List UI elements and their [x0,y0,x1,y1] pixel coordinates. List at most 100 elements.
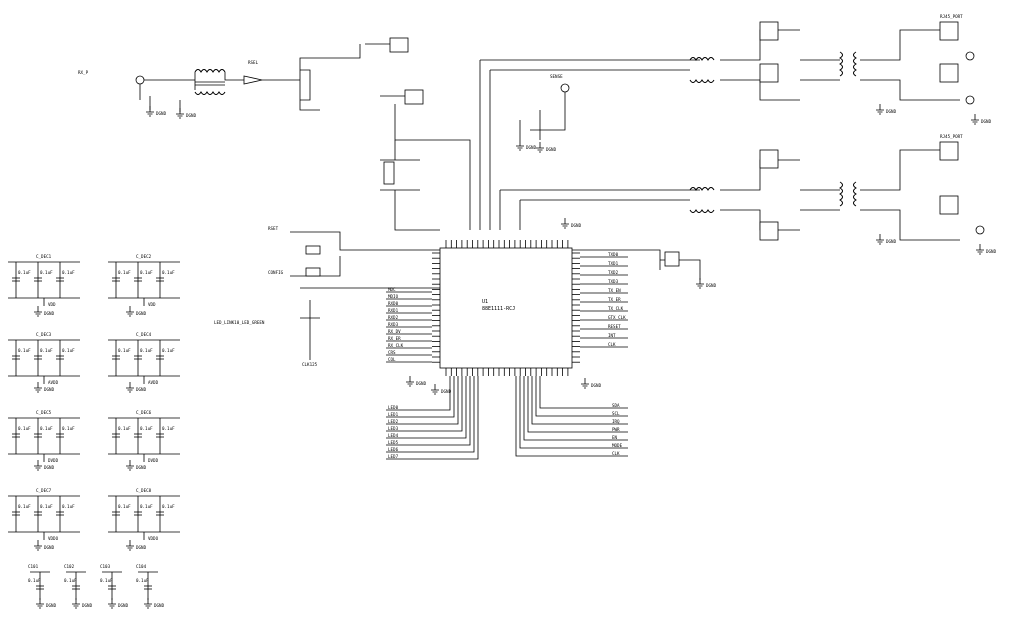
cap-value: 0.1uF [62,504,75,509]
bottom-left-wire [386,376,459,425]
left-port-label: RX_ER [388,336,401,341]
ground-net-label: DGND [136,387,147,392]
cap-value: 0.1uF [118,504,131,509]
ground-symbol-icon [126,382,134,393]
magnetics-top: RJ45_PORT [479,14,975,230]
cap-value: 0.1uF [140,504,153,509]
bottom-left-port-label: LED0 [388,405,399,410]
chip-right-port-list: TXD0TXD1TXD2TXD3TX_ENTX_ERTX_CLKGTX_CLKR… [580,252,628,348]
crystal-network [572,249,701,280]
clk-label: CLK125 [302,362,318,367]
ground-symbol-icon [971,114,979,125]
bottom-left-wire [386,376,479,460]
ground-symbol-icon [34,382,42,393]
bottom-left-wire [386,376,467,439]
bottom-left-wire [386,376,475,453]
diode-label: RSEL [248,60,259,65]
small-cap-value: 0.1uF [28,578,41,583]
ground-symbol-icon [876,104,884,115]
decoupling-ref: C_DEC4 [136,332,152,337]
bottom-right-port-label: IRQ [612,419,620,424]
ground-symbol-icon [406,376,414,387]
right-port-label: INT [608,333,616,338]
cap-value: 0.1uF [62,426,75,431]
cfg-label: CONFIG [268,270,284,275]
ground-symbol-icon [976,244,984,255]
decoupling-net: VDD [148,302,156,307]
ground-net-label: DGND [186,113,197,118]
decoupling-ref: C_DEC7 [36,488,52,493]
bottom-right-port-label: SCL [612,411,620,416]
decoupling-ref: C_DEC3 [36,332,52,337]
decoupling-net: VDD [48,302,56,307]
right-port-label: TXD1 [608,261,619,266]
led-label: SENSE [550,74,563,79]
led-conn-label: LED_LINK10_LED_GREEN [214,320,265,325]
decoupling-rails [8,261,80,306]
ground-net-label: DGND [591,383,602,388]
ground-symbol-icon [696,278,704,289]
bottom-right-wire [531,376,628,425]
small-cap-ref: C104 [136,564,147,569]
ground-symbol-icon [536,142,544,153]
cap-value: 0.1uF [62,348,75,353]
ground-net-label: DGND [706,283,717,288]
ground-symbol-icon [108,598,116,609]
ground-symbol-icon [126,306,134,317]
cap-value: 0.1uF [18,348,31,353]
ground-symbol-icon [126,460,134,471]
ground-net-label: DGND [44,387,55,392]
bottom-left-wire [386,376,455,418]
left-port-label: MDC [388,287,396,292]
ground-net-label: DGND [886,109,897,114]
decoupling-rails [8,417,80,462]
cap-value: 0.1uF [162,426,175,431]
decoupling-net: AVDD [48,380,59,385]
decoupling-rails [108,495,180,540]
cap-value: 0.1uF [18,270,31,275]
left-port-label: RX_DV [388,329,401,334]
top-center-left-connectors [365,37,471,231]
decoupling-rails [108,417,180,462]
right-port-label: GTX_CLK [608,315,626,320]
ground-symbol-icon [516,140,524,151]
left-port-label: CRS [388,350,396,355]
main-chip: U1 88E1111-RCJ [432,240,580,376]
bottom-left-port-label: LED1 [388,412,399,417]
bottom-right-port-label: PWR [612,427,620,432]
ground-symbol-icon [34,540,42,551]
bottom-left-port-label: LED6 [388,447,399,452]
right-port-label: TX_EN [608,288,621,293]
ground-symbol-icon [581,378,589,389]
ground-symbol-icon [36,598,44,609]
right-port-label: TX_CLK [608,306,624,311]
ground-net-label: DGND [441,389,452,394]
cap-value: 0.1uF [62,270,75,275]
cap-value: 0.1uF [118,270,131,275]
decoupling-ref: C_DEC5 [36,410,52,415]
decoupling-ref: C_DEC6 [136,410,152,415]
ground-symbol-icon [144,598,152,609]
magnetics-bottom: RJ45_PORT [499,134,985,241]
rj45-label-top: RJ45_PORT [940,14,963,19]
chip-ref: U1 [482,299,488,305]
ground-symbol-icon [34,460,42,471]
right-port-label: TXD3 [608,279,619,284]
left-port-label: RXD1 [388,308,399,313]
small-cap-value: 0.1uF [100,578,113,583]
bottom-right-wire [519,376,628,449]
bottom-left-wire [386,376,471,446]
ground-symbol-icon [72,598,80,609]
left-port-label: RXD2 [388,315,399,320]
ground-net-label: DGND [986,249,997,254]
left-port-label: RX_CLK [388,343,404,348]
small-cap-ref: C102 [64,564,75,569]
ground-symbol-icon [561,218,569,229]
ground-symbol-icon [431,384,439,395]
